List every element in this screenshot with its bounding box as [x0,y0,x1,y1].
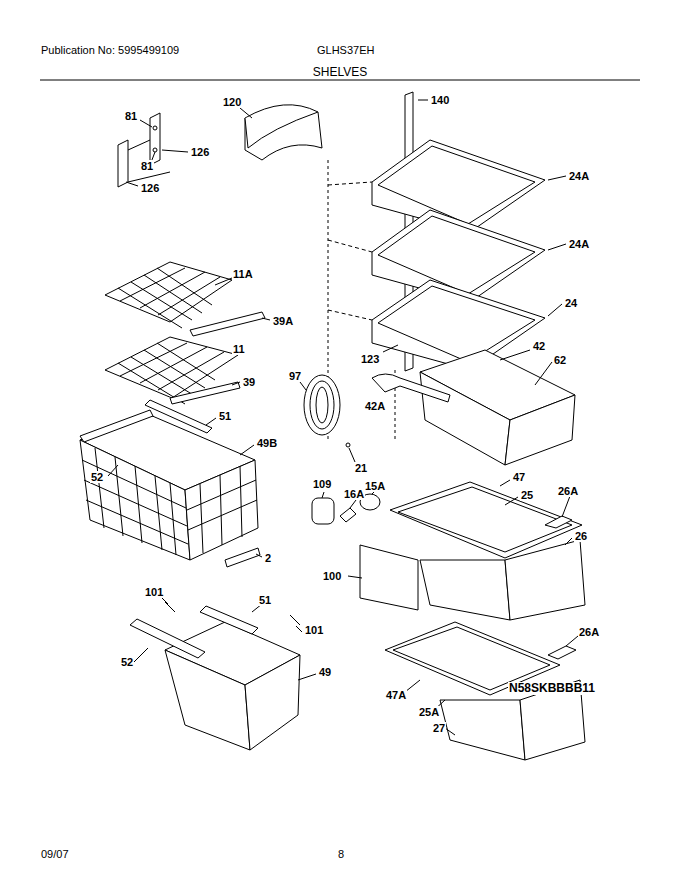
callout-number: 47 [512,471,526,483]
callout-number: 39A [272,315,294,327]
wire-shelf [105,262,238,404]
callout-number: 26 [574,530,588,542]
callout-number: 26A [578,626,600,638]
callout-number: 52 [90,471,104,483]
callout-number: 26A [557,485,579,497]
light-coil [300,375,355,462]
callout-number: 51 [258,594,272,606]
callout-number: 11 [232,343,246,355]
callout-number: 109 [312,478,332,490]
callout-number: 24A [568,238,590,250]
callout-number: 25 [520,489,534,501]
page-number: 8 [337,848,345,860]
callout-number: 97 [288,370,302,382]
header-rule [40,80,640,81]
bracket [118,113,188,187]
page-header: GLHS37EH [316,44,375,56]
bin-part [240,105,322,160]
diagram-code: N58SKBBBB11 [508,682,596,695]
callout-number: 81 [124,110,138,122]
callout-number: 126 [140,182,160,194]
callout-number: 62 [553,354,567,366]
page-footer: 09/07 [40,848,70,860]
crisper-drawer [372,350,575,465]
callout-number: 2 [264,552,272,564]
page-title: SHELVES [312,66,368,79]
callout-number: 49 [318,666,332,678]
callout-number: 11A [232,268,254,280]
callout-number: 120 [222,96,242,108]
glass-shelf [372,140,566,370]
basket-trim [225,548,262,567]
callout-number: 16A [343,488,365,500]
drawer-divider [348,545,418,610]
page-header: Publication No: 5995499109 [40,44,180,56]
callout-number: 49B [256,437,278,449]
crisper-drawer [390,480,585,620]
callout-number: 24A [568,170,590,182]
callout-number: 52 [120,656,134,668]
callout-number: 100 [322,570,342,582]
wire-basket [80,400,258,560]
callout-number: 126 [190,146,210,158]
callout-number: 42A [364,400,386,412]
callout-number: 24 [564,297,578,309]
callout-number: 47A [385,689,407,701]
callout-number: 15A [364,480,386,492]
callout-number: 51 [218,410,232,422]
freezer-bin [130,596,316,750]
callout-number: 25A [418,706,440,718]
callout-number: 39 [242,376,256,388]
callout-number: 101 [144,586,164,598]
callout-number: 81 [140,160,154,172]
callout-number: 27 [432,722,446,734]
callout-number: 123 [360,353,380,365]
callout-number: 42 [532,340,546,352]
callout-number: 101 [304,624,324,636]
shelf-trim [170,312,270,404]
callout-number: 21 [354,462,368,474]
callout-number: 140 [430,94,450,106]
